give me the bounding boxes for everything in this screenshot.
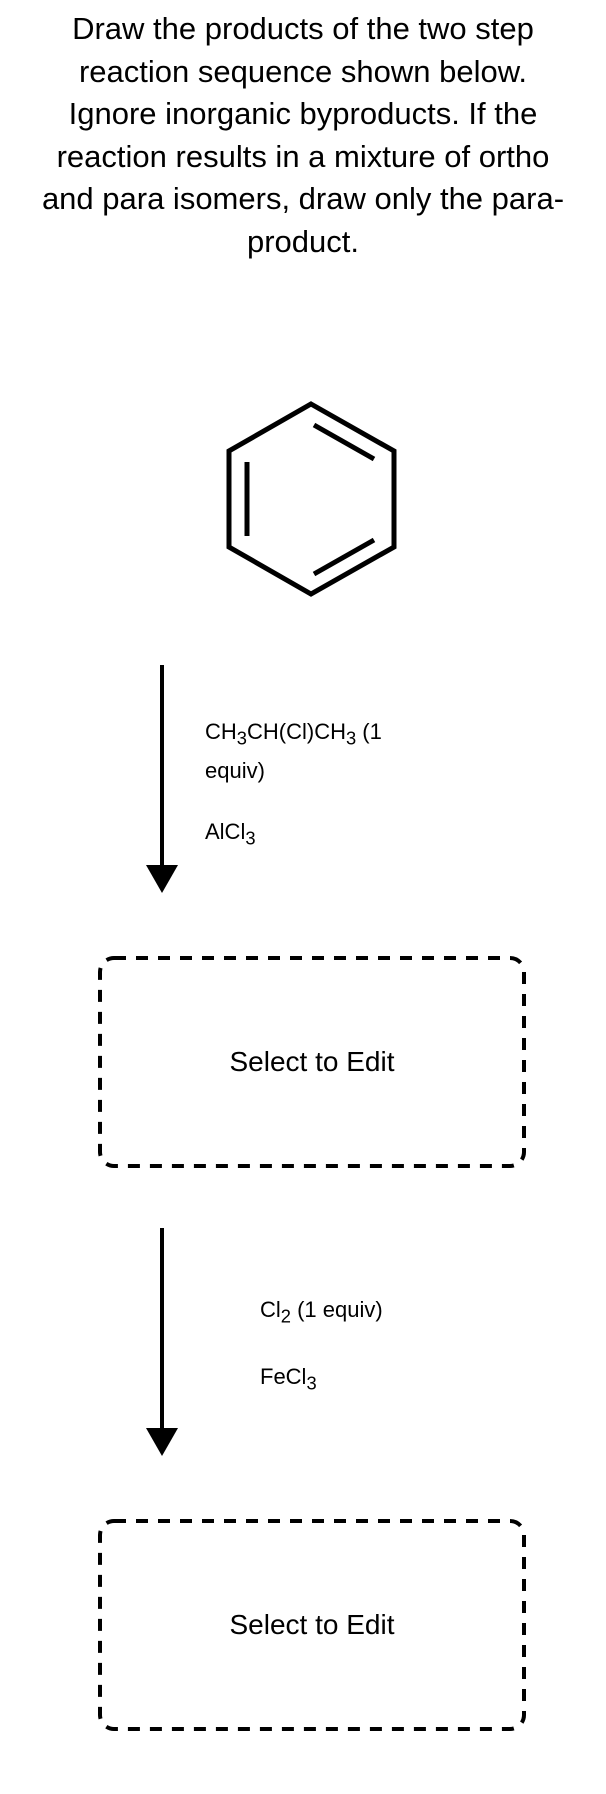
step2-reagent: Cl2 (1 equiv): [260, 1297, 383, 1327]
product2-edit-box[interactable]: Select to Edit: [97, 1518, 527, 1732]
step1-reagent-line1: CH3CH(Cl)CH3 (1: [205, 719, 382, 749]
question-text: Draw the products of the two step reacti…: [41, 11, 565, 259]
step1-catalyst: AlCl3: [205, 819, 256, 849]
product1-edit-box[interactable]: Select to Edit: [97, 955, 527, 1169]
step1-reagent-line2: equiv): [205, 758, 265, 784]
reaction-arrow-2: [142, 1228, 182, 1458]
product2-edit-label: Select to Edit: [229, 1609, 395, 1640]
step2-catalyst: FeCl3: [260, 1364, 317, 1394]
step2-reagents: Cl2 (1 equiv) FeCl3: [260, 1293, 510, 1400]
step1-reagents: CH3CH(Cl)CH3 (1 equiv) AlCl3: [205, 715, 415, 855]
reaction-arrow-1: [142, 665, 182, 895]
benzene-structure-icon: [220, 400, 400, 600]
product1-edit-label: Select to Edit: [229, 1046, 395, 1077]
